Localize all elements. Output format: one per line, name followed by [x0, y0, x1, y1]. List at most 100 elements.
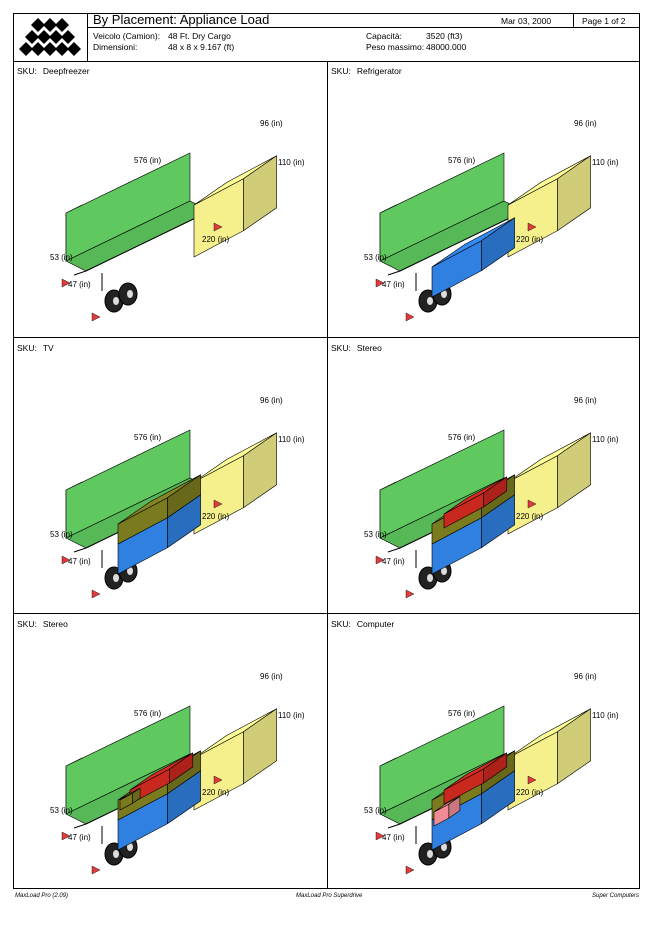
max-weight-label: Peso massimo:: [366, 42, 425, 52]
yellow-load-side: [243, 432, 277, 509]
report-header: By Placement: Appliance Load Mar 03, 200…: [14, 14, 639, 62]
report-frame: By Placement: Appliance Load Mar 03, 200…: [13, 13, 640, 889]
dim-length-label: 576 (in): [134, 156, 161, 165]
wheel-hub: [441, 290, 447, 298]
yellow-load-side: [243, 708, 277, 785]
wheel-hub: [427, 574, 433, 582]
dim-side-label: 53 (in): [364, 806, 387, 815]
dim-loaded-label: 220 (in): [202, 788, 229, 797]
dimensions-label: Dimensioni:: [93, 42, 138, 52]
wheel-hub: [113, 574, 119, 582]
dim-length-label: 576 (in): [448, 709, 475, 718]
dim-bottom-label: 47 (in): [68, 557, 91, 566]
truck-diagram: 576 (in)110 (in)96 (in)220 (in)53 (in)47…: [50, 396, 305, 599]
wheel-hub: [127, 290, 133, 298]
trailer-hitch: [387, 547, 401, 553]
sku-label: SKU:: [17, 343, 37, 353]
dim-bottom-label: 47 (in): [382, 557, 405, 566]
trailer-group: [375, 429, 591, 599]
sku-value: Deepfreezer: [42, 66, 90, 76]
dim-side-label: 53 (in): [364, 530, 387, 539]
dim-width-label: 96 (in): [260, 396, 283, 405]
red-load-side: [169, 752, 194, 784]
sku-header: SKU: Deepfreezer: [17, 66, 90, 76]
sku-value: Stereo: [42, 619, 68, 629]
truck-diagram: 576 (in)110 (in)96 (in)220 (in)53 (in)47…: [364, 119, 619, 322]
page-box: Page 1 of 2: [573, 14, 639, 27]
red-load-side: [483, 476, 508, 508]
dimension-marker-icon: [405, 865, 415, 875]
max-weight-value: 48000.000: [426, 42, 467, 52]
sku-value: Stereo: [356, 343, 382, 353]
dim-length-label: 576 (in): [134, 709, 161, 718]
dimension-marker-icon: [213, 499, 223, 509]
sku-header: SKU: Stereo: [331, 343, 382, 353]
trailer-group: [375, 705, 591, 875]
yellow-load-side: [557, 432, 591, 509]
wheel-hub: [441, 843, 447, 851]
dimension-marker-icon: [61, 278, 71, 288]
trailer-hitch: [73, 823, 87, 829]
vehicle-value: 48 Ft. Dry Cargo: [168, 31, 231, 41]
dimension-marker-icon: [527, 775, 537, 785]
dimension-marker-icon: [61, 831, 71, 841]
sku-header: SKU:Computer: [331, 619, 394, 629]
dim-height-label: 110 (in): [278, 711, 305, 720]
wheel-hub: [441, 567, 447, 575]
dim-width-label: 96 (in): [574, 119, 597, 128]
sku-label: SKU:: [17, 66, 37, 76]
dim-side-label: 53 (in): [50, 806, 73, 815]
trailer-group: [61, 152, 277, 322]
dim-loaded-label: 220 (in): [516, 512, 543, 521]
trailer-group: [61, 705, 277, 875]
sku-header: SKU:Refrigerator: [331, 66, 402, 76]
footer-left: MaxLoad Pro (2.09): [15, 893, 69, 899]
panel-grid: SKU: Deepfreezer 576 (in) 110 (in) 96 (in) 22…: [14, 61, 640, 888]
wheel-hub: [127, 567, 133, 575]
dim-width-label: 96 (in): [574, 396, 597, 405]
yellow-load-side: [557, 155, 591, 232]
dim-loaded-label: 220 (in): [516, 235, 543, 244]
dimension-marker-icon: [91, 865, 101, 875]
capacity-label: Capacità:: [366, 31, 402, 41]
dimension-marker-icon: [527, 222, 537, 232]
truck-diagram: 576 (in)110 (in)96 (in)220 (in)53 (in)47…: [364, 672, 619, 875]
page-number: Page 1 of 2: [582, 16, 626, 26]
wheel-hub: [427, 850, 433, 858]
dimension-marker-icon: [527, 499, 537, 509]
wheel-hub: [113, 850, 119, 858]
dimension-marker-icon: [91, 312, 101, 322]
sku-label: SKU:: [331, 343, 351, 353]
dim-height-label: 110 (in): [278, 435, 305, 444]
dim-length-label: 576 (in): [448, 433, 475, 442]
olive-small-load-side: [132, 787, 141, 804]
dim-side-label: 53 (in): [50, 253, 73, 262]
capacity-value: 3520 (ft3): [426, 31, 463, 41]
footer-right: Super Computers: [592, 893, 640, 899]
trailer-hitch: [73, 270, 87, 276]
dim-loaded-label: 220 (in): [516, 788, 543, 797]
dimensions-value: 48 x 8 x 9.167 (ft): [168, 42, 235, 52]
company-logo: [14, 14, 88, 61]
sku-label: SKU:: [17, 619, 37, 629]
trailer-frame-line: [85, 210, 211, 272]
dim-width-label: 96 (in): [574, 672, 597, 681]
trailer-hitch: [73, 547, 87, 553]
red-load-side: [483, 752, 508, 784]
sku-header: SKU:TV: [17, 343, 54, 353]
dim-length-label: 576 (in): [134, 433, 161, 442]
sku-header: SKU: Stereo: [17, 619, 68, 629]
yellow-load-side: [557, 708, 591, 785]
trailer-group: [61, 429, 277, 599]
title-row: By Placement: Appliance Load Mar 03, 200…: [87, 14, 639, 28]
dim-side-label: 53 (in): [364, 253, 387, 262]
dim-side-label: 53 (in): [50, 530, 73, 539]
report-title: By Placement: Appliance Load: [93, 14, 270, 27]
yellow-load-side: [243, 155, 277, 232]
trailer-hitch: [387, 270, 401, 276]
